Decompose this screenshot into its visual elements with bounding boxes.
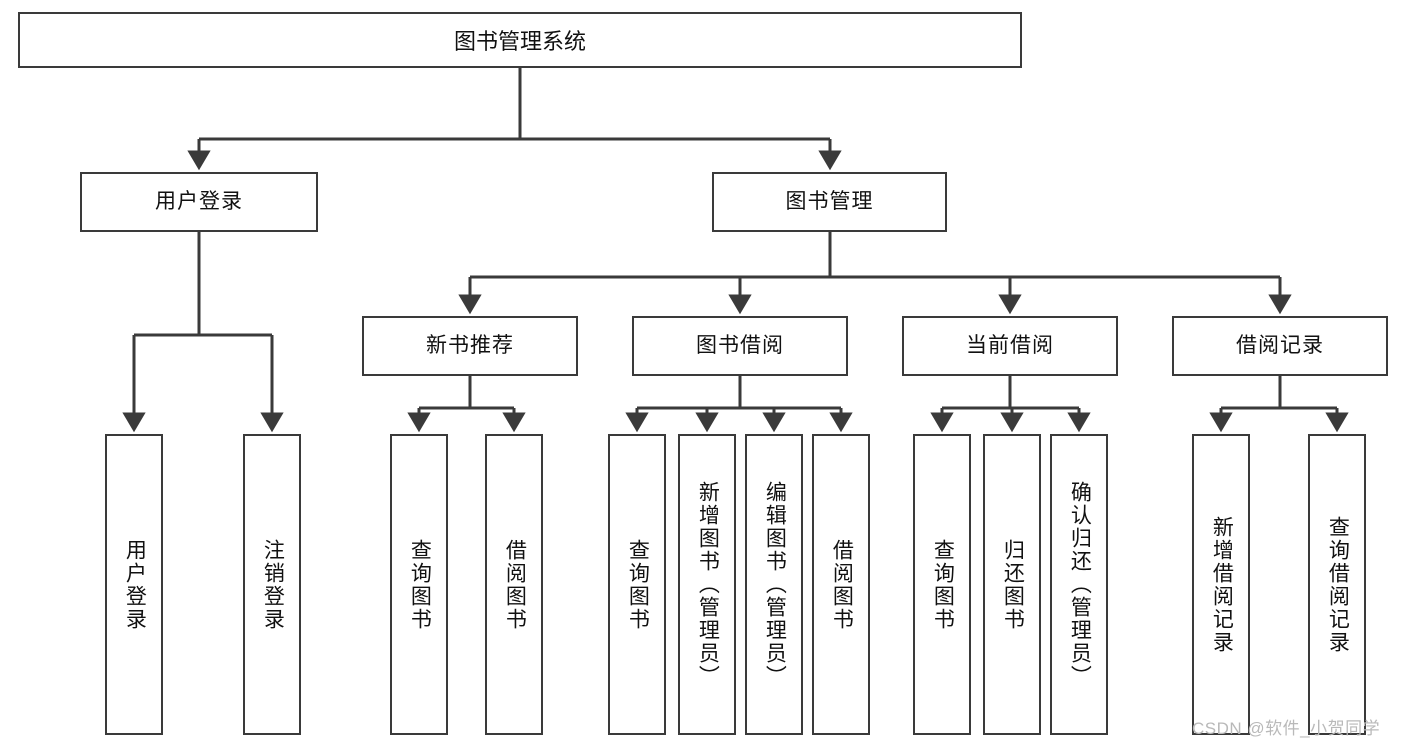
- node-leaf-return-book-label: 归还图书: [1001, 538, 1025, 631]
- node-leaf-return-book[interactable]: 归还图书: [983, 434, 1041, 735]
- node-leaf-confirm-return-label: 确认归还（管理员）: [1068, 481, 1092, 688]
- node-leaf-query-book-1[interactable]: 查询图书: [390, 434, 448, 735]
- node-leaf-confirm-return[interactable]: 确认归还（管理员）: [1050, 434, 1108, 735]
- node-book-manage-label: 图书管理: [785, 190, 874, 214]
- node-leaf-query-book-2-label: 查询图书: [626, 538, 650, 631]
- node-new-book-rec-label: 新书推荐: [426, 334, 514, 358]
- node-leaf-borrow-book-2[interactable]: 借阅图书: [812, 434, 870, 735]
- node-leaf-user-login[interactable]: 用户登录: [105, 434, 163, 735]
- node-current-borrow[interactable]: 当前借阅: [902, 316, 1118, 376]
- node-leaf-query-record-label: 查询借阅记录: [1326, 515, 1350, 654]
- node-leaf-query-book-2[interactable]: 查询图书: [608, 434, 666, 735]
- node-user-login-label: 用户登录: [155, 190, 243, 214]
- node-leaf-add-record[interactable]: 新增借阅记录: [1192, 434, 1250, 735]
- node-leaf-borrow-book-1-label: 借阅图书: [503, 538, 527, 631]
- node-leaf-add-book-label: 新增图书（管理员）: [696, 481, 720, 688]
- node-leaf-query-book-1-label: 查询图书: [408, 538, 432, 631]
- node-user-login[interactable]: 用户登录: [80, 172, 318, 232]
- node-book-borrow[interactable]: 图书借阅: [632, 316, 848, 376]
- node-book-manage[interactable]: 图书管理: [712, 172, 947, 232]
- node-leaf-logout-login-label: 注销登录: [261, 538, 285, 631]
- csdn-watermark: CSDN @软件_小贺同学: [1192, 719, 1381, 738]
- node-book-borrow-label: 图书借阅: [696, 334, 784, 358]
- node-leaf-user-login-label: 用户登录: [123, 538, 147, 631]
- node-borrow-record[interactable]: 借阅记录: [1172, 316, 1388, 376]
- node-leaf-borrow-book-2-label: 借阅图书: [830, 538, 854, 631]
- node-leaf-edit-book[interactable]: 编辑图书（管理员）: [745, 434, 803, 735]
- node-leaf-borrow-book-1[interactable]: 借阅图书: [485, 434, 543, 735]
- node-root[interactable]: 图书管理系统: [18, 12, 1022, 68]
- node-current-borrow-label: 当前借阅: [966, 334, 1054, 358]
- node-new-book-rec[interactable]: 新书推荐: [362, 316, 578, 376]
- node-leaf-add-book[interactable]: 新增图书（管理员）: [678, 434, 736, 735]
- node-leaf-edit-book-label: 编辑图书（管理员）: [763, 481, 787, 688]
- node-leaf-query-record[interactable]: 查询借阅记录: [1308, 434, 1366, 735]
- node-borrow-record-label: 借阅记录: [1236, 334, 1324, 358]
- node-leaf-add-record-label: 新增借阅记录: [1210, 515, 1234, 654]
- node-leaf-query-book-3-label: 查询图书: [931, 538, 955, 631]
- node-leaf-logout-login[interactable]: 注销登录: [243, 434, 301, 735]
- node-leaf-query-book-3[interactable]: 查询图书: [913, 434, 971, 735]
- node-root-label: 图书管理系统: [453, 29, 586, 54]
